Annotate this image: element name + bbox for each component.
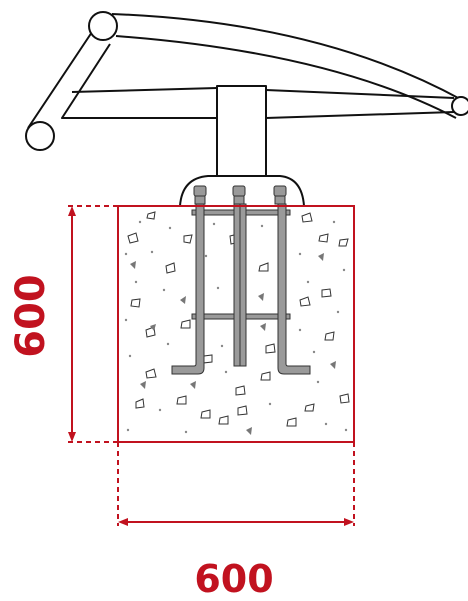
width-dimension xyxy=(117,442,355,526)
bolt-center-b xyxy=(239,203,247,367)
frame-beam-bottom-right xyxy=(265,111,455,119)
anchor-bolts xyxy=(171,185,311,375)
frame-beam-top xyxy=(71,87,218,93)
equipment-frame xyxy=(27,13,463,177)
pivot-right xyxy=(451,96,468,116)
height-arrow-bottom xyxy=(68,432,76,442)
concrete-dots xyxy=(124,220,348,434)
frame-beam-top-right xyxy=(265,89,455,99)
frame-inner-arc xyxy=(115,35,457,119)
width-arrow-left xyxy=(118,518,128,526)
pivot-bottom-left xyxy=(25,121,55,151)
post xyxy=(216,85,267,177)
frame-left-arm xyxy=(27,31,93,129)
bolt-center-a xyxy=(233,203,241,367)
concrete-triangles xyxy=(130,253,336,435)
block-outline xyxy=(117,205,355,443)
bolt-nut-left xyxy=(193,185,207,197)
frame-left-arm-inner xyxy=(61,43,216,119)
bolt-right xyxy=(277,203,311,375)
concrete-aggregate xyxy=(127,211,350,427)
frame-top-arc xyxy=(111,13,463,101)
pivot-top-left xyxy=(88,11,118,41)
width-arrow-right xyxy=(344,518,354,526)
bolt-nut-right xyxy=(273,185,287,197)
bolt-nut-center xyxy=(232,185,246,197)
width-label: 600 xyxy=(194,557,273,601)
height-arrow-top xyxy=(68,206,76,216)
bolt-left xyxy=(171,203,205,375)
height-label: 600 xyxy=(8,274,54,358)
height-dimension xyxy=(68,205,118,443)
